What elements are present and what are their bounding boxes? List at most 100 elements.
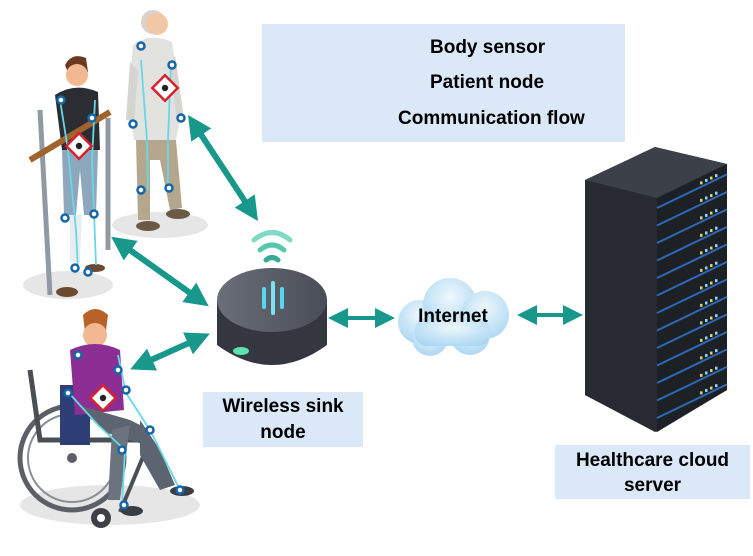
server-led [715, 226, 718, 230]
server-led [705, 318, 708, 322]
server-led [710, 351, 713, 355]
server-slot [656, 278, 728, 314]
server-led [700, 216, 703, 220]
body-sensor-icon [56, 95, 66, 105]
server-led [705, 248, 708, 252]
body-sensor-icon [176, 113, 186, 123]
server-led [705, 371, 708, 375]
server-led [705, 301, 708, 305]
communication-arrows [111, 114, 583, 371]
body-sensor-icon [136, 185, 146, 195]
sink-label-line2: node [260, 422, 306, 443]
body-sensor-icon [128, 119, 138, 129]
body-sensors [56, 41, 186, 510]
healthcare-cloud-server-label: Healthcare cloud server [555, 445, 750, 499]
server-led [705, 336, 708, 340]
server-led [710, 176, 713, 180]
body-sensor-icon [117, 445, 127, 455]
server-led [710, 316, 713, 320]
server-led [710, 211, 713, 215]
server-led [710, 369, 713, 373]
server-led [715, 191, 718, 195]
body-sensor-icon [113, 365, 123, 375]
server-led [715, 209, 718, 213]
server-led [705, 196, 708, 200]
body-sensor-icon [119, 500, 129, 510]
server-led [705, 231, 708, 235]
wireless-sink-node-label: Wireless sink node [203, 392, 363, 447]
patient-node-icon [150, 73, 180, 103]
server-led [705, 388, 708, 392]
server-led [710, 281, 713, 285]
legend-body-sensor-label: Body sensor [430, 37, 546, 58]
server-slot [656, 243, 728, 279]
server-led [715, 331, 718, 335]
sink-label-line1: Wireless sink [222, 396, 344, 417]
server-led [700, 338, 703, 342]
server-led [715, 366, 718, 370]
server-led [710, 334, 713, 338]
server-slot [656, 173, 728, 209]
server-slot [656, 313, 728, 349]
server-led [700, 356, 703, 360]
server-label-line1: Healthcare cloud [575, 450, 730, 471]
sink-device-icon [217, 268, 327, 365]
body-sensor-icon [87, 113, 97, 123]
server-led [715, 279, 718, 283]
server-led [715, 314, 718, 318]
server-led [700, 198, 703, 202]
server-slots [656, 173, 728, 419]
wifi-icon [251, 230, 293, 263]
server-led [700, 391, 703, 395]
server-led [715, 296, 718, 300]
body-sensor-icon [164, 183, 174, 193]
floor-shadows [20, 212, 208, 525]
arrow-crutch-to-sink [111, 236, 209, 307]
patient-nodes [64, 73, 180, 413]
legend: Body sensor Patient node Communication f… [262, 24, 625, 142]
server-led [705, 178, 708, 182]
server-led [700, 286, 703, 290]
server-led [710, 194, 713, 198]
legend-communication-flow-label: Communication flow [398, 108, 585, 129]
arrow-wheelchair-to-sink [130, 332, 210, 371]
arrow-elderly-to-sink [188, 114, 258, 222]
internet-label: Internet [418, 306, 488, 327]
server-led [715, 261, 718, 265]
body-sensor-icon [63, 388, 73, 398]
server-slot [656, 260, 728, 297]
server-led [700, 268, 703, 272]
body-sensor-icon [83, 267, 93, 277]
server-led [710, 386, 713, 390]
server-slot [656, 365, 728, 402]
server-led [700, 181, 703, 185]
server-slot [656, 208, 728, 244]
server-slot [656, 225, 728, 262]
server-led [700, 251, 703, 255]
patient-node-icon [88, 383, 118, 413]
server-label-line2: server [623, 475, 682, 496]
server-led [710, 264, 713, 268]
server-slot [656, 295, 728, 332]
server-led [700, 233, 703, 237]
server-slot [656, 348, 728, 384]
server-led [705, 213, 708, 217]
body-sensor-icon [175, 485, 185, 495]
cloud-icon [398, 278, 509, 356]
server-led [710, 246, 713, 250]
server-rack-icon [585, 147, 727, 432]
server-led [715, 384, 718, 388]
server-led [710, 299, 713, 303]
body-sensor-icon [136, 41, 146, 51]
server-led [715, 349, 718, 353]
body-sensor-icon [167, 60, 177, 70]
crutch-patient-figure [28, 56, 112, 297]
server-led [700, 321, 703, 325]
server-led [715, 174, 718, 178]
body-sensor-icon [60, 213, 70, 223]
patient-node-icon [64, 131, 94, 161]
server-led [705, 283, 708, 287]
body-sensor-icon [73, 350, 83, 360]
body-sensor-icon [145, 425, 155, 435]
